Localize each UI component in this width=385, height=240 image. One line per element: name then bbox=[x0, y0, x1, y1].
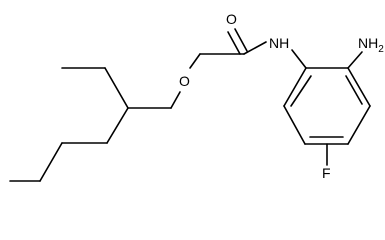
bond-carbonyl-double-b bbox=[234, 28, 248, 52]
bond-nitrogen-ring bbox=[291, 49, 307, 69]
atom-labels: O O NH NH2 F bbox=[179, 11, 384, 181]
alkyl-chain-bonds bbox=[9, 67, 181, 182]
substituent-bonds bbox=[326, 51, 363, 166]
oxygen-ether-label: O bbox=[179, 73, 190, 89]
bond-ring-amino bbox=[347, 51, 363, 69]
ring-bond-2 bbox=[347, 67, 371, 107]
amino-group-label: NH2 bbox=[358, 35, 384, 55]
linker-bonds bbox=[189, 28, 307, 69]
fluorine-label: F bbox=[322, 165, 331, 181]
amide-nitrogen-label: NH bbox=[269, 35, 289, 51]
bond-ethyl-1 bbox=[104, 67, 129, 109]
oxygen-carbonyl-label: O bbox=[226, 11, 237, 27]
bond-chain-2 bbox=[39, 142, 63, 182]
benzene-ring bbox=[283, 67, 371, 145]
bond-ch2-oxygen bbox=[170, 91, 181, 109]
ring-bond-3 bbox=[347, 105, 371, 145]
bond-chain-4 bbox=[106, 107, 129, 144]
ring-inner-double-1 bbox=[290, 75, 312, 107]
bond-carbonyl-nitrogen bbox=[243, 41, 267, 55]
chemical-structure: O O NH NH2 F bbox=[9, 11, 384, 182]
ring-inner-double-2 bbox=[345, 75, 363, 105]
ring-bond-5 bbox=[283, 105, 306, 145]
ring-bond-6 bbox=[283, 67, 307, 107]
bond-carbonyl-double-a bbox=[227, 31, 241, 55]
bond-oxygen-ch2 bbox=[189, 53, 201, 69]
